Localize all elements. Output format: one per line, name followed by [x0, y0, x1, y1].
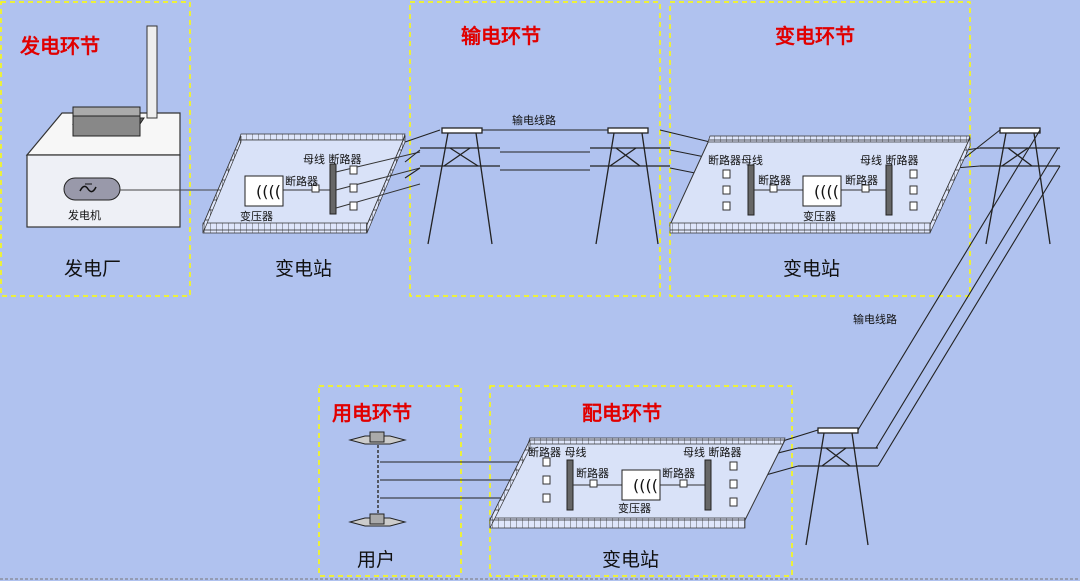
pylon-1 [420, 127, 500, 245]
transmission-frame [409, 1, 661, 297]
sub2-breaker-right-label: 断路器 [845, 174, 878, 187]
generator-icon [63, 177, 121, 201]
substation-1: (((( [202, 133, 421, 234]
transmission-line-label-2: 输电线路 [853, 313, 897, 326]
sub3-breaker-right-label: 断路器 [662, 467, 695, 480]
substation-2-label: 变电站 [783, 258, 841, 280]
substation-3-label: 变电站 [602, 549, 660, 571]
pylon-4 [798, 427, 878, 546]
pylon-2 [590, 127, 670, 245]
consumption-frame [318, 385, 462, 577]
substation-1-label: 变电站 [275, 258, 333, 280]
substation-3: (((( [489, 437, 786, 529]
svg-text:((((: (((( [256, 182, 281, 201]
sub1-breaker-label: 断路器 [285, 175, 318, 188]
sub3-breaker-busbar-label: 断路器 母线 [528, 446, 587, 459]
sub2-breaker-left-label: 断路器 [758, 174, 791, 187]
sub2-busbar-breaker-label: 母线 断路器 [860, 154, 919, 167]
substation-2: (((( [669, 135, 971, 234]
user-poles [348, 431, 407, 527]
sub3-breaker-left-label: 断路器 [576, 467, 609, 480]
distribution-frame [489, 385, 793, 577]
busbar-icon [329, 163, 337, 215]
power-plant-label: 发电厂 [64, 258, 122, 280]
user-label: 用户 [357, 549, 396, 571]
generation-section-title: 发电环节 [20, 34, 100, 58]
transformation-section-title: 变电环节 [775, 24, 855, 48]
sub3-busbar-breaker-label: 母线 断路器 [683, 446, 742, 459]
sub1-busbar-breaker-label: 母线 断路器 [303, 153, 362, 166]
consumption-section-title: 用电环节 [332, 401, 412, 425]
transformer-icon [244, 175, 284, 207]
sub2-transformer-label: 变压器 [803, 210, 836, 223]
svg-text:((((: (((( [814, 182, 839, 201]
generator-label: 发电机 [68, 209, 101, 222]
sub1-transformer-label: 变压器 [240, 210, 273, 223]
distribution-section-title: 配电环节 [582, 401, 662, 425]
breaker-icon [311, 184, 320, 193]
chimney [146, 25, 158, 119]
svg-text:((((: (((( [633, 476, 658, 495]
transmission-line-label-1: 输电线路 [512, 114, 556, 127]
generation-frame [0, 1, 191, 297]
power-plant [25, 25, 245, 228]
sub2-breaker-busbar-label: 断路器母线 [708, 154, 763, 167]
transmission-section-title: 输电环节 [461, 24, 541, 48]
section-frames [0, 1, 971, 577]
sub3-transformer-label: 变压器 [618, 502, 651, 515]
